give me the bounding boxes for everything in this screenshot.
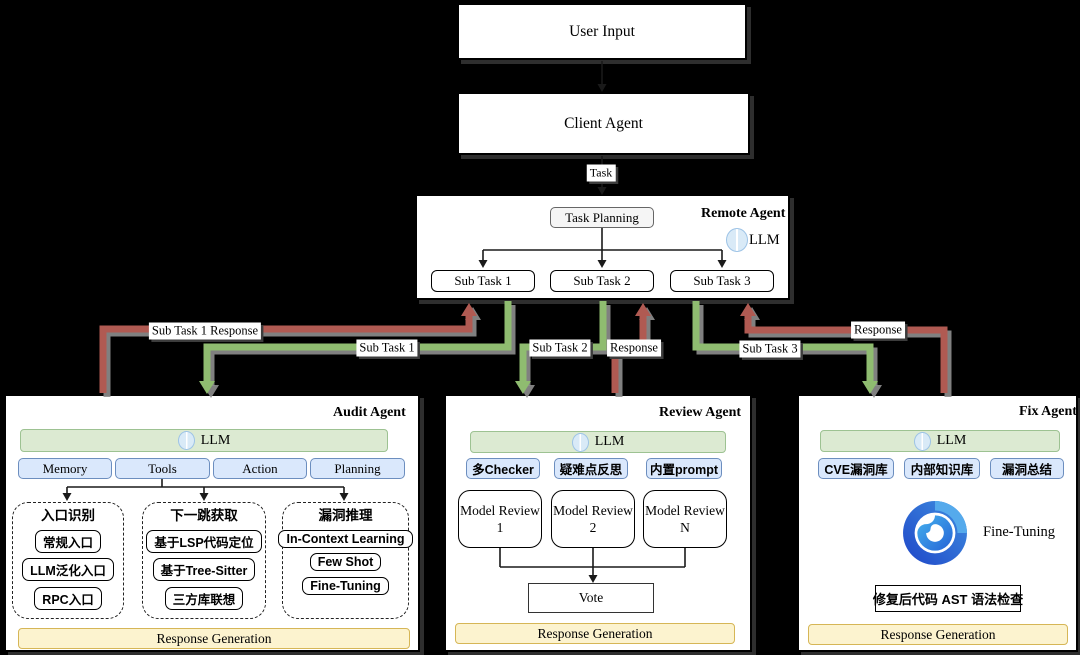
group-item: Few Shot <box>309 553 382 571</box>
subtask-2-label: Sub Task 2 <box>573 273 631 288</box>
group-item: 基于Tree-Sitter <box>152 558 256 581</box>
group-item: In-Context Learning <box>278 529 413 548</box>
llm-brain-icon <box>913 431 931 451</box>
group-title: 下一跳获取 <box>170 508 238 523</box>
fine-tuning-model-logo <box>903 501 967 565</box>
group-title: 漏洞推理 <box>318 508 373 523</box>
edge-audit-response-arrowhead <box>461 303 477 316</box>
remote-llm-label: LLM <box>749 231 780 248</box>
review-llm-label: LLM <box>594 434 625 449</box>
group-item: 基于LSP代码定位 <box>146 529 262 553</box>
client-agent-node: Client Agent <box>457 92 750 155</box>
audit-agent-title: Audit Agent <box>333 405 406 420</box>
review-module-builtin-prompt: 内置prompt <box>646 458 722 479</box>
audit-task-edge-label: Sub Task 1 <box>356 339 418 357</box>
fix-response-edge-label: Response <box>851 321 905 339</box>
audit-module-tools: Tools <box>115 458 210 479</box>
fix-task-edge-label: Sub Task 3 <box>739 340 801 358</box>
vote-node: Vote <box>528 583 654 613</box>
llm-brain-icon <box>177 431 195 450</box>
task-planning-label: Task Planning <box>565 209 639 225</box>
vote-label: Vote <box>578 590 604 605</box>
user-input-node: User Input <box>457 3 747 60</box>
task-planning-node: Task Planning <box>550 207 654 228</box>
fix-module-internal-kb: 内部知识库 <box>904 458 980 479</box>
fix-llm-label: LLM <box>936 433 967 448</box>
model-review-1-node: Model Review 1 <box>458 490 542 548</box>
llm-brain-icon <box>571 432 589 452</box>
review-task-edge-label: Sub Task 2 <box>529 339 591 357</box>
fix-llm-bar: LLM <box>820 430 1060 452</box>
model-review-n-node: Model Review N <box>643 490 727 548</box>
group-title: 入口识别 <box>41 508 95 523</box>
audit-llm-bar: LLM <box>20 429 388 452</box>
fine-tuning-label: Fine-Tuning <box>983 524 1055 540</box>
review-module-reflection: 疑难点反思 <box>554 458 628 479</box>
arrow-shadows <box>103 305 952 398</box>
audit-group-next-hop: 下一跳获取 基于LSP代码定位 基于Tree-Sitter 三方库联想 <box>142 502 266 619</box>
audit-response-generation-bar: Response Generation <box>18 628 410 649</box>
subtask-3-label: Sub Task 3 <box>693 273 751 288</box>
edge-subtask2-arrowhead <box>515 381 531 394</box>
client-agent-label: Client Agent <box>564 114 643 132</box>
user-input-label: User Input <box>569 22 635 40</box>
task-edge-label: Task <box>586 164 616 182</box>
group-item: RPC入口 <box>34 586 102 610</box>
fix-agent-title: Fix Agent <box>1019 404 1077 419</box>
fix-module-vuln-summary: 漏洞总结 <box>990 458 1064 479</box>
edge-subtask3-arrowhead <box>862 381 878 394</box>
group-item: LLM泛化入口 <box>22 558 114 581</box>
subtask-1-label: Sub Task 1 <box>454 273 512 288</box>
subtask-2-node: Sub Task 2 <box>550 270 654 292</box>
ast-check-node: 修复后代码 AST 语法检查 <box>873 585 1023 612</box>
audit-module-memory: Memory <box>18 458 112 479</box>
remote-agent-title: Remote Agent <box>701 206 786 221</box>
review-response-generation-bar: Response Generation <box>455 623 735 644</box>
fix-module-cve-db: CVE漏洞库 <box>818 458 894 479</box>
audit-response-edge-label: Sub Task 1 Response <box>148 322 262 340</box>
edge-review-response-arrowhead <box>635 303 651 316</box>
group-item: 常规入口 <box>34 529 101 553</box>
fix-response-generation-bar: Response Generation <box>808 624 1068 645</box>
audit-group-vuln-inference: 漏洞推理 In-Context Learning Few Shot Fine-T… <box>278 502 413 619</box>
review-llm-bar: LLM <box>470 431 726 453</box>
review-module-multichecker: 多Checker <box>466 458 540 479</box>
audit-group-entry-recognition: 入口识别 常规入口 LLM泛化入口 RPC入口 <box>12 502 124 619</box>
edge-subtask1-arrowhead <box>199 381 215 394</box>
edge-fix-response-arrowhead <box>740 303 756 316</box>
audit-module-planning: Planning <box>310 458 405 479</box>
group-item: 三方库联想 <box>164 586 244 610</box>
audit-module-action: Action <box>213 458 307 479</box>
subtask-1-node: Sub Task 1 <box>431 270 535 292</box>
group-item: Fine-Tuning <box>302 576 389 595</box>
llm-brain-icon <box>726 228 748 252</box>
review-agent-title: Review Agent <box>659 405 742 420</box>
model-review-2-node: Model Review 2 <box>551 490 635 548</box>
subtask-3-node: Sub Task 3 <box>670 270 774 292</box>
review-response-edge-label: Response <box>607 339 661 357</box>
remote-llm: LLM <box>726 228 780 252</box>
audit-llm-label: LLM <box>200 432 231 448</box>
